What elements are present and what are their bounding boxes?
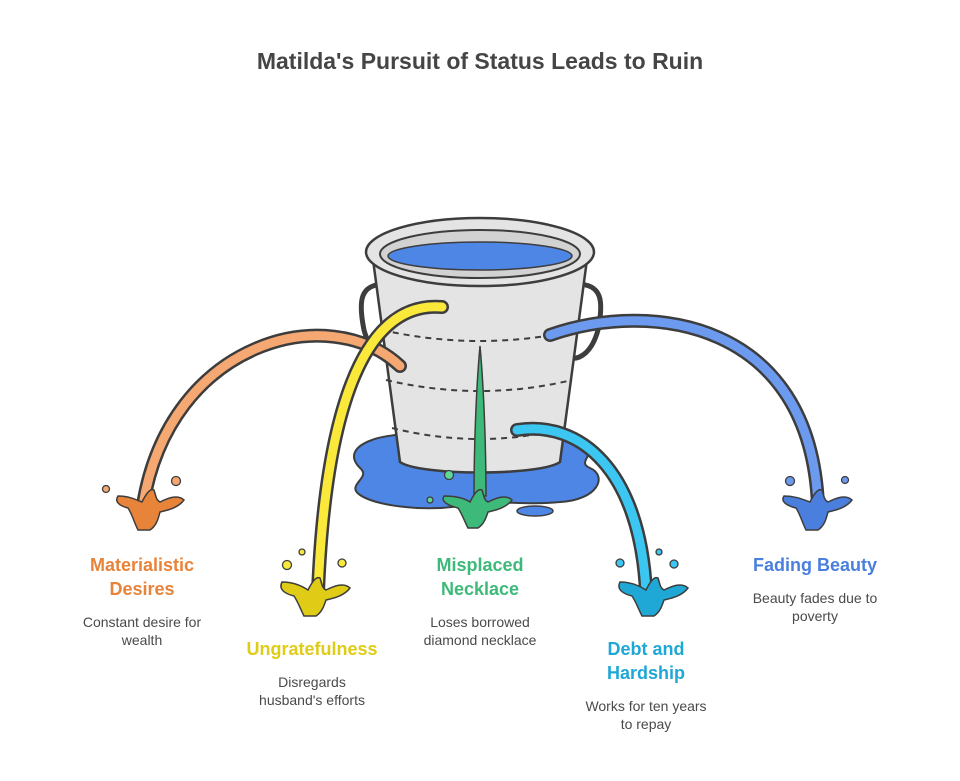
item-fading-beauty: Fading Beauty Beauty fades due to povert… — [732, 553, 898, 625]
item-materialistic-desires: Materialistic Desires Constant desire fo… — [62, 553, 222, 649]
item-heading: Ungratefulness — [246, 639, 378, 659]
item-heading: Materialistic Desires — [89, 555, 195, 599]
stream-fading-beauty — [543, 313, 853, 531]
diagram-title: Matilda's Pursuit of Status Leads to Rui… — [256, 48, 704, 74]
stream-debt-and-hardship — [510, 421, 689, 617]
item-debt-and-hardship: Debt and Hardship Works for ten years to… — [566, 637, 726, 733]
item-heading: Fading Beauty — [752, 555, 877, 575]
bucket-band-2 — [385, 379, 573, 392]
item-description: Works for ten years to repay — [585, 698, 707, 732]
item-description: Beauty fades due to poverty — [752, 590, 878, 624]
stream-ungratefulness — [280, 299, 449, 617]
item-ungratefulness: Ungratefulness Disregards husband's effo… — [232, 637, 392, 709]
item-description: Constant desire for wealth — [82, 614, 202, 648]
bucket-band-1 — [381, 329, 579, 342]
item-heading: Misplaced Necklace — [436, 555, 524, 599]
item-misplaced-necklace: Misplaced Necklace Loses borrowed diamon… — [398, 553, 562, 649]
water-drop-puddle — [516, 505, 554, 517]
bucket-water-surface — [387, 241, 573, 271]
stream-misplaced-necklace — [426, 345, 513, 529]
item-heading: Debt and Hardship — [606, 639, 685, 683]
item-description: Disregards husband's efforts — [259, 674, 365, 708]
item-description: Loses borrowed diamond necklace — [423, 614, 537, 648]
